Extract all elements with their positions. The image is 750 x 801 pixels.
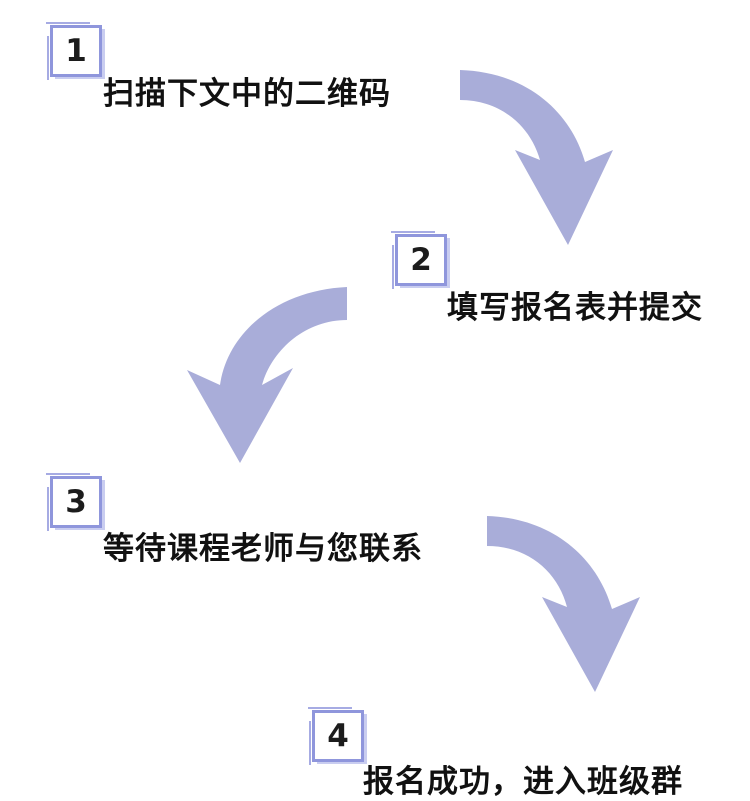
curved-arrow-icon (487, 516, 640, 692)
step-number-box: 4 (308, 707, 364, 765)
step-label: 报名成功，进入班级群 (363, 764, 683, 800)
step-number-box: 1 (46, 22, 102, 80)
step-number: 1 (65, 33, 87, 69)
step-number: 2 (410, 242, 432, 278)
step-label: 填写报名表并提交 (447, 290, 703, 326)
step-number: 4 (327, 718, 349, 754)
step-label: 等待课程老师与您联系 (103, 531, 423, 567)
step-number-box: 2 (391, 231, 447, 289)
curved-arrow-icon (460, 70, 613, 245)
step-number-box: 3 (46, 473, 102, 531)
step-label: 扫描下文中的二维码 (103, 76, 391, 112)
step-number: 3 (65, 484, 87, 520)
curved-arrow-icon (187, 287, 347, 463)
